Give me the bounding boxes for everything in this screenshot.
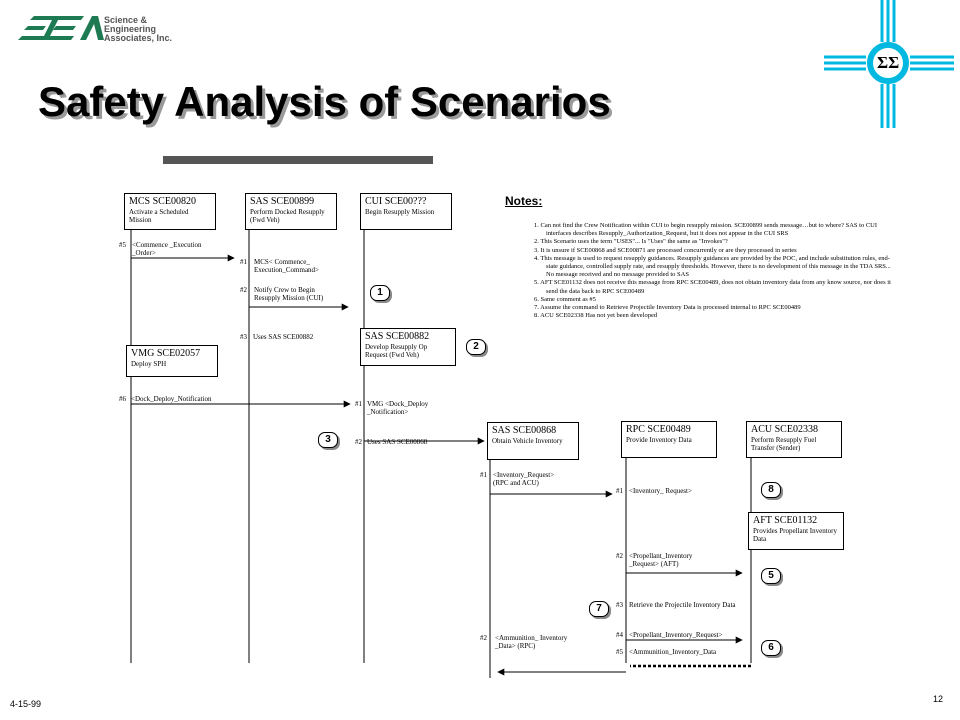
msg-num: #1: [480, 471, 487, 479]
lifeline-desc: Begin Resupply Mission: [365, 208, 435, 216]
msg-num: #2: [616, 552, 623, 560]
note-badge-7: 7: [589, 601, 609, 617]
footer-page-number: 12: [933, 694, 944, 704]
lifeline-desc: Deploy SPH: [131, 360, 167, 368]
msg-num: #1: [355, 400, 362, 408]
lifeline-title: AFT SCE01132: [753, 515, 818, 526]
logo-line-3: Associates, Inc.: [104, 33, 173, 43]
lifeline-box-sas-sce00868: SAS SCE00868 Obtain Vehicle Inventory: [487, 422, 579, 460]
msg-text: <Ammunition_ Inventory _Data> (RPC): [495, 634, 568, 650]
msg-num: #5: [119, 241, 126, 249]
lifeline-box-cui-sce00: CUI SCE00??? Begin Resupply Mission: [360, 193, 452, 230]
notes-title: Notes:: [505, 194, 543, 208]
lifeline-box-acu-sce02338: ACU SCE02338 Perform Resupply Fuel Trans…: [746, 421, 842, 458]
lifeline-title: ACU SCE02338: [751, 424, 818, 435]
msg-text: <Dock_Deploy_Notification: [131, 395, 212, 403]
logo-line-1: Science &: [104, 15, 148, 25]
msg-num: #3: [616, 601, 623, 609]
sea-logo-icon: [18, 16, 104, 40]
note-item: 2. This Scenario uses the term "USES"...…: [534, 238, 728, 246]
msg-text: <Ammunition_Inventory_Data: [629, 648, 717, 656]
msg-num: #5: [616, 648, 623, 656]
lifeline-desc: Provide Inventory Data: [626, 436, 692, 444]
logo-text: Science & Engineering Associates, Inc.: [104, 16, 172, 43]
msg-text: <Commence _Execution _Order>: [132, 241, 202, 257]
lifeline-title: SAS SCE00899: [250, 196, 315, 207]
note-item: 1. Can not find the Crew Notification wi…: [534, 222, 878, 238]
lifeline-title: CUI SCE00???: [365, 196, 427, 207]
note-badge-2: 2: [466, 339, 486, 355]
msg-num: #1: [240, 258, 247, 266]
msg-num: #4: [616, 631, 623, 639]
lifeline-desc: Develop Resupply Op Request (Fwd Veh): [365, 343, 428, 359]
msg-text: Notify Crew to Begin Resupply Mission (C…: [254, 286, 324, 302]
lifeline-title: RPC SCE00489: [626, 424, 691, 435]
note-badge-3: 3: [318, 432, 338, 448]
emblem-sigma: ΣΣ: [877, 53, 900, 72]
msg-text: MCS< Commence_ Execution_Command>: [254, 258, 319, 274]
page-title: Safety Analysis of Scenarios: [38, 78, 611, 125]
lifeline-desc: Obtain Vehicle Inventory: [492, 437, 563, 445]
note-item: 7. Assume the command to Retrieve Projec…: [534, 304, 801, 312]
note-item: 8. ACU SCE02338 Has not yet been develop…: [534, 312, 658, 320]
lifeline-title: VMG SCE02057: [131, 348, 201, 359]
note-badge-8: 8: [761, 482, 781, 498]
msg-text: <Propellant_Inventory_Request>: [629, 631, 723, 639]
note-item: 5. AFT SCE01132 does not receive this me…: [534, 279, 891, 295]
lifeline-desc: Perform Docked Resupply (Fwd Veh): [250, 208, 325, 224]
title-underline-bar: [163, 156, 433, 164]
lifeline-desc: Perform Resupply Fuel Transfer (Sender): [751, 436, 817, 452]
lifeline-title: MCS SCE00820: [129, 196, 196, 207]
lifeline-desc: Provides Propellant Inventory Data: [753, 527, 837, 543]
lifeline-box-aft-sce01132: AFT SCE01132 Provides Propellant Invento…: [748, 512, 844, 550]
msg-num: #3: [240, 333, 247, 341]
note-item: 4. This message is used to request resup…: [534, 254, 891, 279]
msg-num: #2: [480, 634, 487, 642]
msg-text: Uses SAS SCE00882: [253, 333, 314, 341]
msg-text: VMG <Dock_Deploy _Notification>: [367, 400, 429, 416]
lifeline-box-sas-sce00882: SAS SCE00882 Develop Resupply Op Request…: [360, 328, 456, 366]
msg-num: #6: [119, 395, 126, 403]
note-badge-6: 6: [761, 640, 781, 656]
lifeline-box-mcs-sce00820: MCS SCE00820 Activate a Scheduled Missio…: [124, 193, 216, 230]
msg-text: <Propellant_Inventory _Request> (AFT): [629, 552, 693, 568]
msg-num: #1: [616, 487, 623, 495]
lifeline-box-rpc-sce00489: RPC SCE00489 Provide Inventory Data: [621, 421, 717, 458]
msg-text: Uses SAS SCE00868: [367, 438, 428, 446]
msg-num: #2: [240, 286, 247, 294]
logo-line-2: Engineering: [104, 24, 157, 34]
note-item: 6. Same comment as #5: [534, 295, 596, 303]
lifeline-desc: Activate a Scheduled Mission: [129, 208, 189, 224]
notes-list: 1. Can not find the Crew Notification wi…: [534, 222, 894, 320]
lifeline-title: SAS SCE00868: [492, 425, 557, 436]
msg-num: #2: [355, 438, 362, 446]
lifeline-title: SAS SCE00882: [365, 331, 430, 342]
zia-sigma-emblem-icon: [824, 0, 954, 128]
msg-text: Retrieve the Projectile Inventory Data: [629, 601, 736, 609]
msg-text: <Inventory_ Request>: [629, 487, 692, 495]
footer-date: 4-15-99: [10, 699, 42, 709]
note-item: 3. It is unsure if SCE00868 and SCE00871…: [534, 246, 797, 254]
lifeline-box-sas-sce00899: SAS SCE00899 Perform Docked Resupply (Fw…: [245, 193, 337, 230]
note-badge-5: 5: [761, 568, 781, 584]
msg-text: <Inventory_Request> (RPC and ACU): [493, 471, 555, 487]
note-badge-1: 1: [370, 285, 390, 301]
lifeline-box-vmg-sce02057: VMG SCE02057 Deploy SPH: [126, 345, 218, 377]
